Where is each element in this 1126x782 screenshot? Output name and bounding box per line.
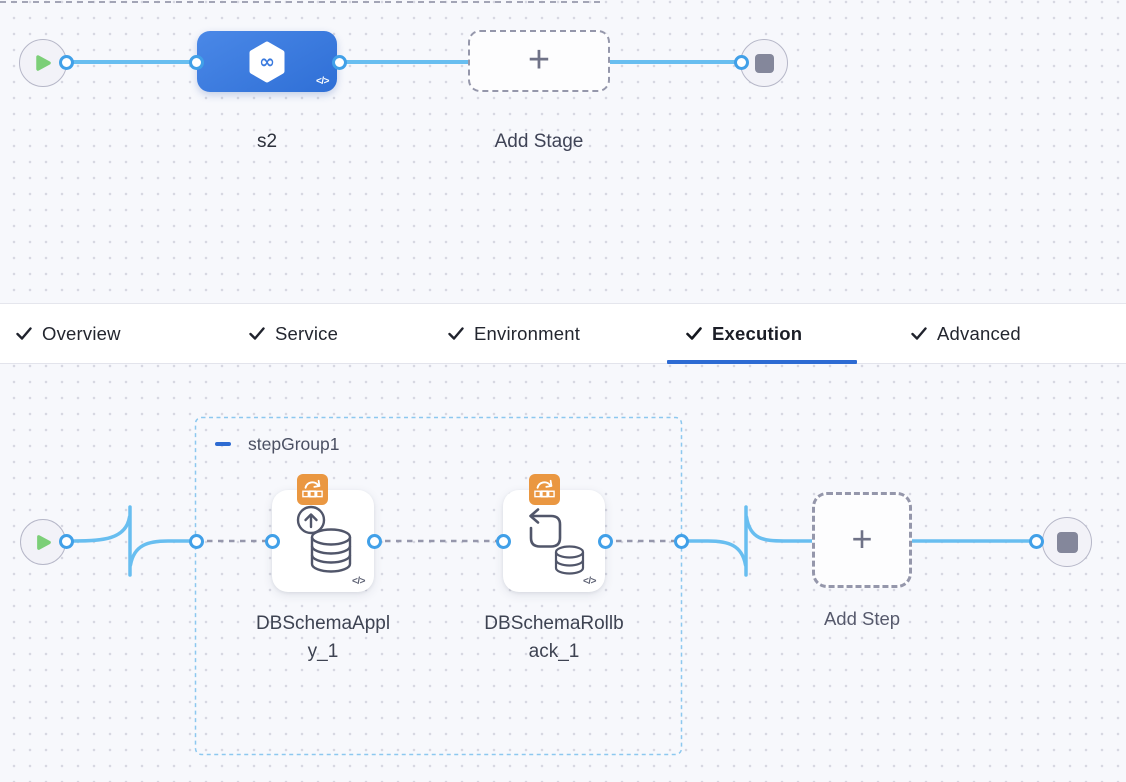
check-icon bbox=[249, 327, 265, 340]
step-group-badge-icon bbox=[529, 474, 560, 505]
tab-environment[interactable]: Environment bbox=[448, 304, 580, 363]
harness-stage-icon: ∞ bbox=[249, 41, 285, 82]
step-group-boundary[interactable] bbox=[194, 416, 683, 756]
step-label: DBSchemaRollback_1 bbox=[484, 613, 624, 662]
tab-label: Service bbox=[275, 322, 339, 344]
collapse-group-icon[interactable] bbox=[215, 442, 231, 446]
step-label: DBSchemaApply_1 bbox=[255, 613, 391, 662]
start-node bbox=[20, 519, 66, 565]
tab-service[interactable]: Service bbox=[249, 304, 338, 363]
step-node-dbschemaapply[interactable]: </> bbox=[272, 474, 374, 592]
node-port[interactable] bbox=[495, 533, 511, 549]
tab-label: Execution bbox=[712, 322, 803, 344]
tab-advanced[interactable]: Advanced bbox=[911, 304, 1021, 363]
code-icon: </> bbox=[583, 576, 596, 587]
node-port[interactable] bbox=[597, 533, 613, 549]
check-icon bbox=[448, 327, 464, 340]
node-port[interactable] bbox=[58, 533, 74, 549]
step-group-badge-icon bbox=[297, 474, 328, 505]
check-icon bbox=[16, 327, 32, 340]
node-port[interactable] bbox=[58, 54, 74, 70]
tab-label: Environment bbox=[474, 322, 581, 344]
check-icon bbox=[911, 327, 927, 340]
stage-config-tabbar: Overview Service Environment Execution A… bbox=[0, 303, 1126, 364]
stop-icon bbox=[1056, 531, 1078, 553]
node-port[interactable] bbox=[188, 54, 204, 70]
stop-icon bbox=[754, 53, 774, 73]
code-icon: </> bbox=[352, 576, 365, 587]
add-step-button[interactable]: + bbox=[812, 492, 912, 588]
node-port[interactable] bbox=[264, 533, 280, 549]
orange-arch-icon bbox=[302, 479, 323, 498]
add-stage-button[interactable]: + bbox=[468, 30, 610, 92]
stage-label: s2 bbox=[256, 131, 278, 152]
link-curve bbox=[686, 539, 748, 567]
tab-overview[interactable]: Overview bbox=[16, 304, 121, 363]
plus-icon: + bbox=[851, 517, 873, 559]
step-group-name[interactable]: stepGroup1 bbox=[248, 434, 340, 454]
active-tab-underline bbox=[667, 360, 857, 364]
add-stage-label: Add Stage bbox=[494, 131, 584, 152]
end-node bbox=[1042, 517, 1092, 567]
node-port[interactable] bbox=[673, 533, 689, 549]
link-curve bbox=[128, 539, 198, 567]
tab-execution[interactable]: Execution bbox=[686, 304, 802, 363]
code-icon: </> bbox=[316, 76, 329, 87]
stage-node-s2[interactable]: ∞ </> bbox=[197, 31, 337, 92]
play-icon bbox=[36, 55, 51, 71]
tab-label: Advanced bbox=[937, 322, 1021, 344]
tab-label: Overview bbox=[42, 322, 121, 344]
node-port[interactable] bbox=[733, 54, 749, 70]
orange-arch-icon bbox=[534, 479, 555, 498]
stage-graph-canvas[interactable]: ∞ </> + s2 Add Stage bbox=[0, 0, 1126, 303]
node-port[interactable] bbox=[188, 533, 204, 549]
link-curve bbox=[72, 515, 132, 543]
infinity-icon: ∞ bbox=[259, 51, 275, 73]
execution-graph-canvas[interactable]: stepGroup1 </> bbox=[0, 364, 1126, 782]
add-step-label: Add Step bbox=[823, 608, 901, 629]
node-port[interactable] bbox=[331, 54, 347, 70]
plus-icon: + bbox=[527, 38, 551, 81]
play-icon bbox=[36, 534, 51, 550]
node-port[interactable] bbox=[366, 533, 382, 549]
step-node-dbschemarollback[interactable]: </> bbox=[503, 474, 605, 592]
link-curve bbox=[744, 515, 814, 543]
check-icon bbox=[686, 327, 702, 340]
node-port[interactable] bbox=[1028, 533, 1044, 549]
